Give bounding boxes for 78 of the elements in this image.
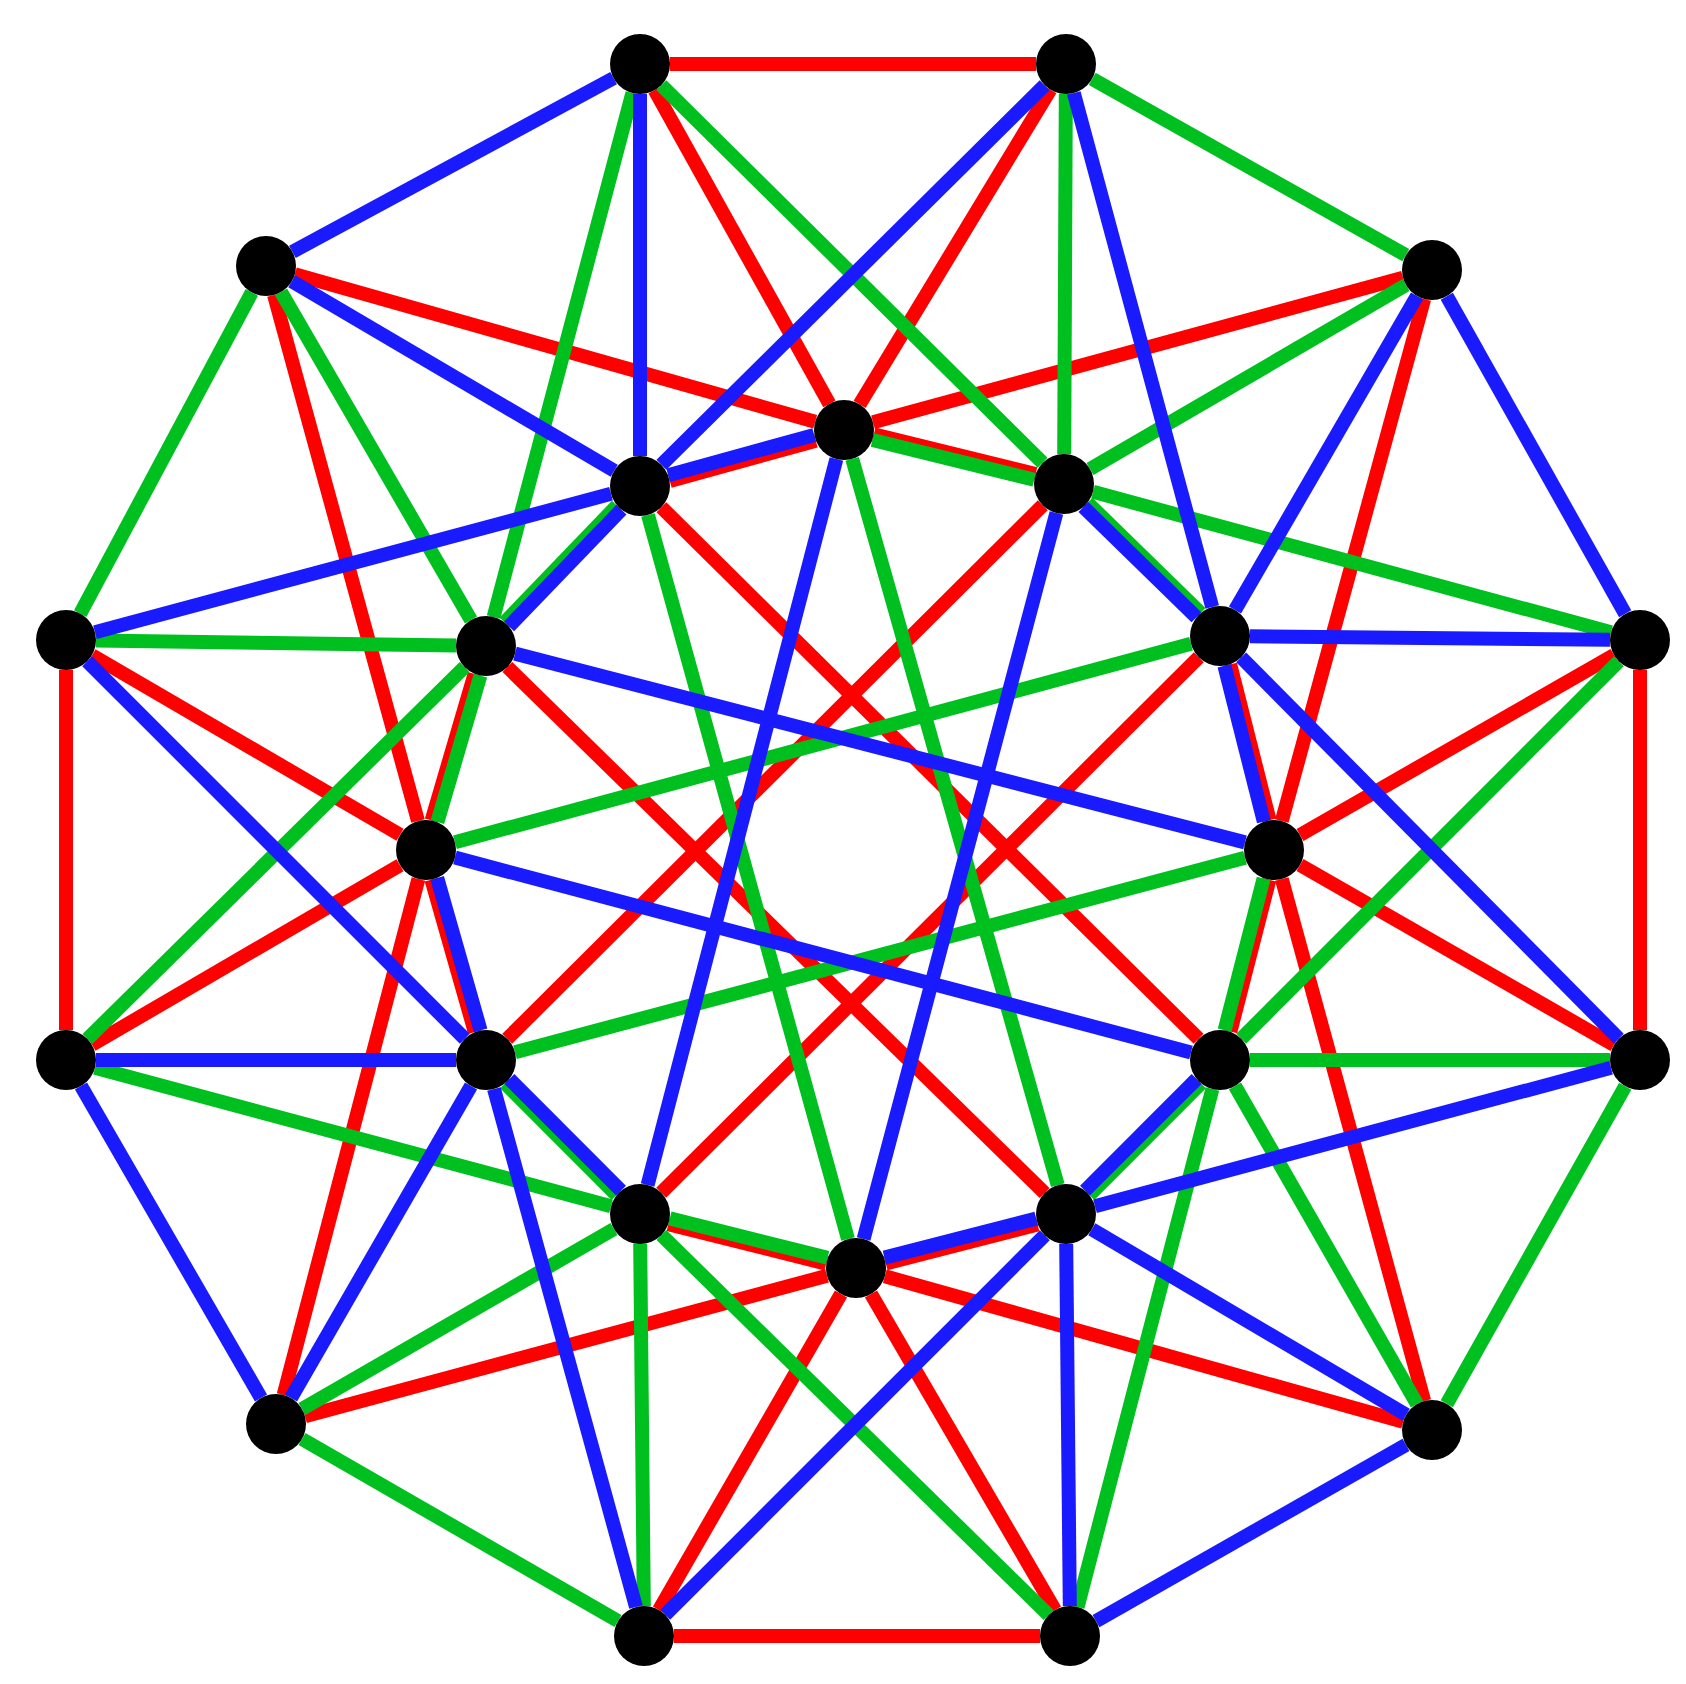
edge-line [871, 271, 1405, 429]
edge-line [1088, 1223, 1410, 1421]
edge-line [502, 500, 1048, 1044]
edge-line [1086, 278, 1410, 476]
edge-line [656, 652, 1204, 1198]
vertex-dot [36, 610, 96, 670]
edge-line [641, 513, 855, 1241]
edge-line [633, 1243, 651, 1607]
edge-line [267, 293, 425, 823]
vertex-dot [36, 1030, 96, 1090]
edge-line [93, 487, 613, 639]
vertex-dot [1402, 240, 1462, 300]
edge-line [1088, 72, 1410, 262]
edge-line [453, 637, 1193, 849]
edge-line [59, 670, 73, 1030]
edge-line [882, 1269, 1406, 1429]
edge-line [274, 288, 478, 624]
vertex-dot [814, 400, 874, 460]
vertex-dot [1036, 34, 1096, 94]
edge-line [502, 662, 1050, 1198]
edge-line [1275, 877, 1431, 1403]
edge-line [1250, 1053, 1610, 1067]
edge-line [864, 1290, 1062, 1614]
vertex-dot [826, 1238, 886, 1298]
edge-line [1440, 1082, 1632, 1408]
edge-line [298, 1432, 622, 1628]
edge-line [1228, 1082, 1424, 1408]
edge-line [853, 85, 1057, 409]
edge-line [1093, 1061, 1613, 1213]
edge-line [93, 1061, 613, 1213]
edge-line [1059, 1243, 1077, 1607]
edge-line [513, 646, 1247, 850]
vertex-dot [396, 820, 456, 880]
edge-line [303, 1269, 829, 1423]
edge-line [1633, 670, 1647, 1030]
vertex-dot [1244, 820, 1304, 880]
edge-line [670, 57, 1036, 71]
vertex-dot [236, 236, 296, 296]
edge-line [640, 457, 844, 1187]
edge-line [487, 1087, 643, 1609]
edge-line [74, 289, 258, 617]
edge-line [1092, 1438, 1410, 1628]
vertex-dot [1402, 1400, 1462, 1460]
edge-line [74, 1082, 268, 1402]
edge-line [1091, 485, 1613, 639]
edge-line [292, 267, 818, 429]
edge-line [633, 94, 647, 456]
edge-line [656, 502, 1204, 1044]
vertex-dot [1610, 610, 1670, 670]
vertex-dot [1610, 1030, 1670, 1090]
edge-line [1296, 858, 1618, 1052]
edge-line [1275, 297, 1431, 823]
edge-line [453, 850, 1193, 1060]
vertex-dot [246, 1394, 306, 1454]
edge-line [648, 86, 836, 408]
edge-line [1440, 292, 1632, 618]
vertex-dot [1040, 1606, 1100, 1666]
edge-line [652, 1290, 848, 1614]
edge-line [513, 851, 1247, 1059]
edge-line [1067, 91, 1219, 609]
edge-line [1057, 93, 1073, 455]
edge-line [1296, 648, 1618, 842]
edge-line [856, 511, 1064, 1241]
edge-line [845, 456, 1065, 1188]
edge-line [1249, 629, 1611, 647]
edge-line [88, 859, 404, 1051]
vertex-dot [610, 34, 670, 94]
edge-line [88, 649, 404, 841]
edge-line [284, 1082, 478, 1402]
edge-line [95, 633, 457, 653]
vertex-dot [614, 1606, 674, 1666]
edge-line [1228, 292, 1424, 614]
edge-line [276, 877, 426, 1397]
edge-line [96, 1053, 456, 1067]
edge-line [674, 1629, 1040, 1643]
edge-line [298, 1222, 618, 1416]
edge-line [289, 72, 617, 258]
edge-line [288, 275, 618, 477]
